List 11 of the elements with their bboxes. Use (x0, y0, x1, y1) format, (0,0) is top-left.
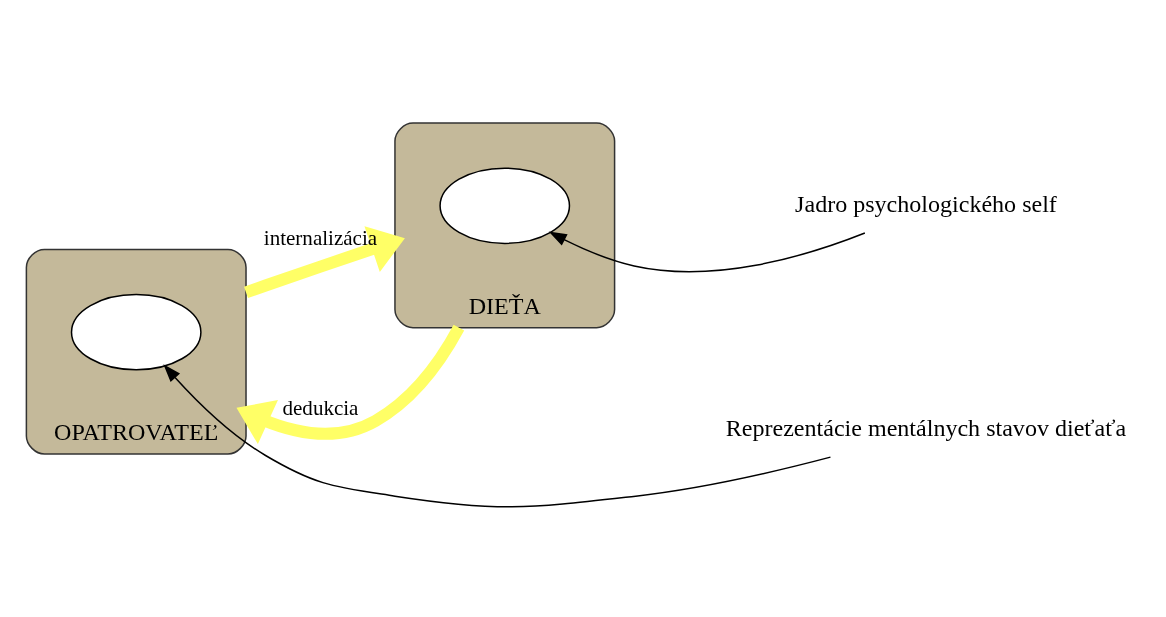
arrow (163, 363, 832, 507)
node-label: DIEŤA (468, 292, 541, 319)
edge-label: dedukcia (282, 395, 359, 420)
node-ellipse (70, 293, 202, 370)
cluster (25, 248, 247, 455)
arrow (236, 324, 465, 444)
node-text: Jadro psychologického self (795, 190, 1057, 217)
node-label: OPATROVATEĽ (54, 418, 219, 445)
cluster (394, 121, 616, 328)
arrow (548, 231, 866, 272)
node-text: Reprezentácie mentálnych stavov dieťaťa (725, 414, 1127, 441)
